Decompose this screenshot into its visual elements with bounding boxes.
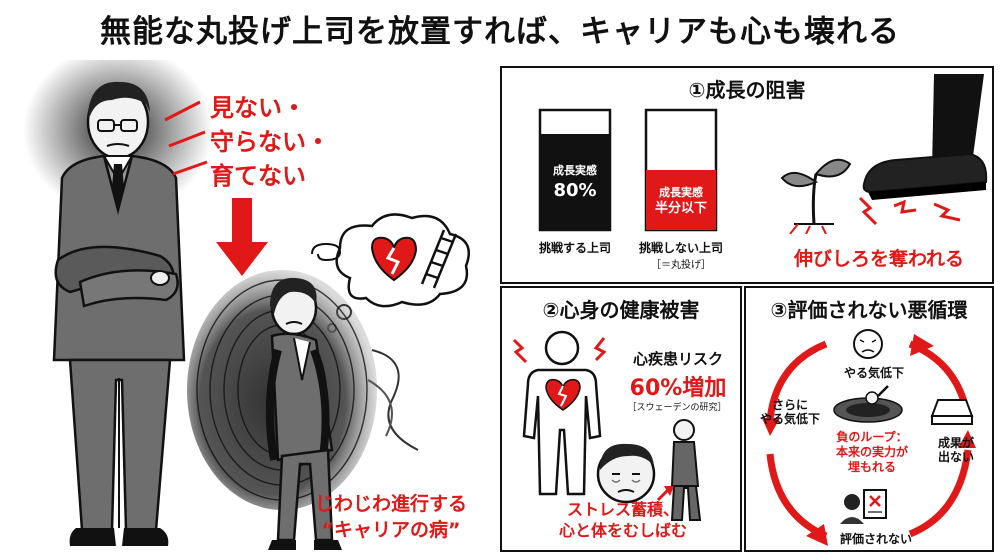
broken-heart-icon [545, 378, 581, 411]
panel2-title: ②心身の健康被害 [542, 298, 700, 322]
heart-risk-label: 心疾患リスク [632, 350, 723, 368]
sinking-person-icon [833, 385, 903, 423]
broken-ladder-icon [420, 229, 458, 289]
step-right-line-2: 出ない [937, 450, 974, 465]
center-line-1: 負のループ： [836, 430, 908, 444]
heart-risk-source: ［スウェーデンの研究］ [627, 403, 727, 413]
step-left-line-2: やる気低下 [759, 412, 820, 427]
x-tick-label-2: 挑戦しない上司 [639, 240, 723, 255]
boss-illustration [23, 60, 213, 546]
exhausted-people-illustration [596, 419, 702, 521]
x-tick-note: ［＝丸投げ］ [651, 258, 711, 271]
sprout-stomp-illustration [780, 74, 988, 234]
bar-2-label-line-2: 半分以下 [655, 200, 707, 216]
empty-tray-icon [930, 399, 974, 425]
bar-2 [646, 170, 716, 230]
dizzy-swirl-icon [311, 242, 342, 262]
sad-face-icon [853, 329, 883, 359]
doesnt-develop-text: 育てない [210, 162, 306, 190]
stress-caption-line-1: ストレス蓄積、 [566, 500, 679, 519]
stress-caption-line-2: 心と体をむしばむ [558, 520, 687, 540]
career-disease-caption: じわじわ進行する “キャリアの病” [296, 492, 486, 543]
health-damage-panel: ②心身の健康被害 心疾患リスク 60%増加 ［スウェーデンの研究］ ストレス蓄積… [500, 286, 742, 552]
step-left: さらに やる気低下 [750, 398, 830, 427]
step-bottom: 評価されない [839, 532, 912, 546]
stress-caption: ストレス蓄積、 心と体をむしばむ [512, 500, 734, 542]
doesnt-protect-text: 守らない・ [210, 128, 330, 156]
x-tick-label-1: 挑戦する上司 [539, 240, 611, 255]
caption-line-1: じわじわ進行する [314, 493, 467, 515]
shoe-icon [862, 74, 988, 200]
broken-heart-icon [370, 236, 418, 282]
bar-1 [540, 134, 610, 230]
vicious-cycle-panel: ③評価されない悪循環 [744, 286, 994, 552]
cycle-diagram [762, 329, 976, 546]
impact-icon [858, 196, 961, 226]
down-arrow-icon [216, 198, 268, 276]
step-left-line-1: さらに [771, 398, 808, 412]
evaluation-sheet-icon [840, 489, 887, 524]
negative-loop-center: 負のループ： 本来の実力が 埋もれる [816, 430, 928, 475]
emphasis-strokes [164, 100, 208, 176]
step-right: 成果が 出ない [926, 436, 986, 465]
growth-caption: 伸びしろを奪われる [793, 248, 965, 270]
bar-1-label-line-2: 80% [553, 180, 596, 201]
center-line-3: 埋もれる [847, 460, 896, 474]
panel3-title: ③評価されない悪循環 [770, 298, 968, 322]
step-right-line-1: 成果が [937, 436, 974, 450]
left-scene: 見ない・ 守らない・ 育てない [0, 60, 500, 558]
page-title: 無能な丸投げ上司を放置すれば、キャリアも心も壊れる [100, 14, 900, 50]
bar-2-label-line-1: 成長実感 [659, 185, 703, 199]
heart-risk-value: 60%増加 [629, 376, 727, 401]
doesnt-look-text: 見ない・ [210, 94, 306, 122]
step-top: やる気低下 [843, 366, 904, 380]
stressed-employee-illustration [187, 270, 419, 550]
sprout-icon [780, 158, 852, 234]
body-outline-illustration [512, 330, 607, 496]
panel1-title: ①成長の阻害 [688, 78, 806, 102]
caption-line-2: “キャリアの病” [321, 518, 461, 541]
center-line-2: 本来の実力が [835, 445, 908, 459]
bar-1-label-line-1: 成長実感 [553, 163, 597, 177]
